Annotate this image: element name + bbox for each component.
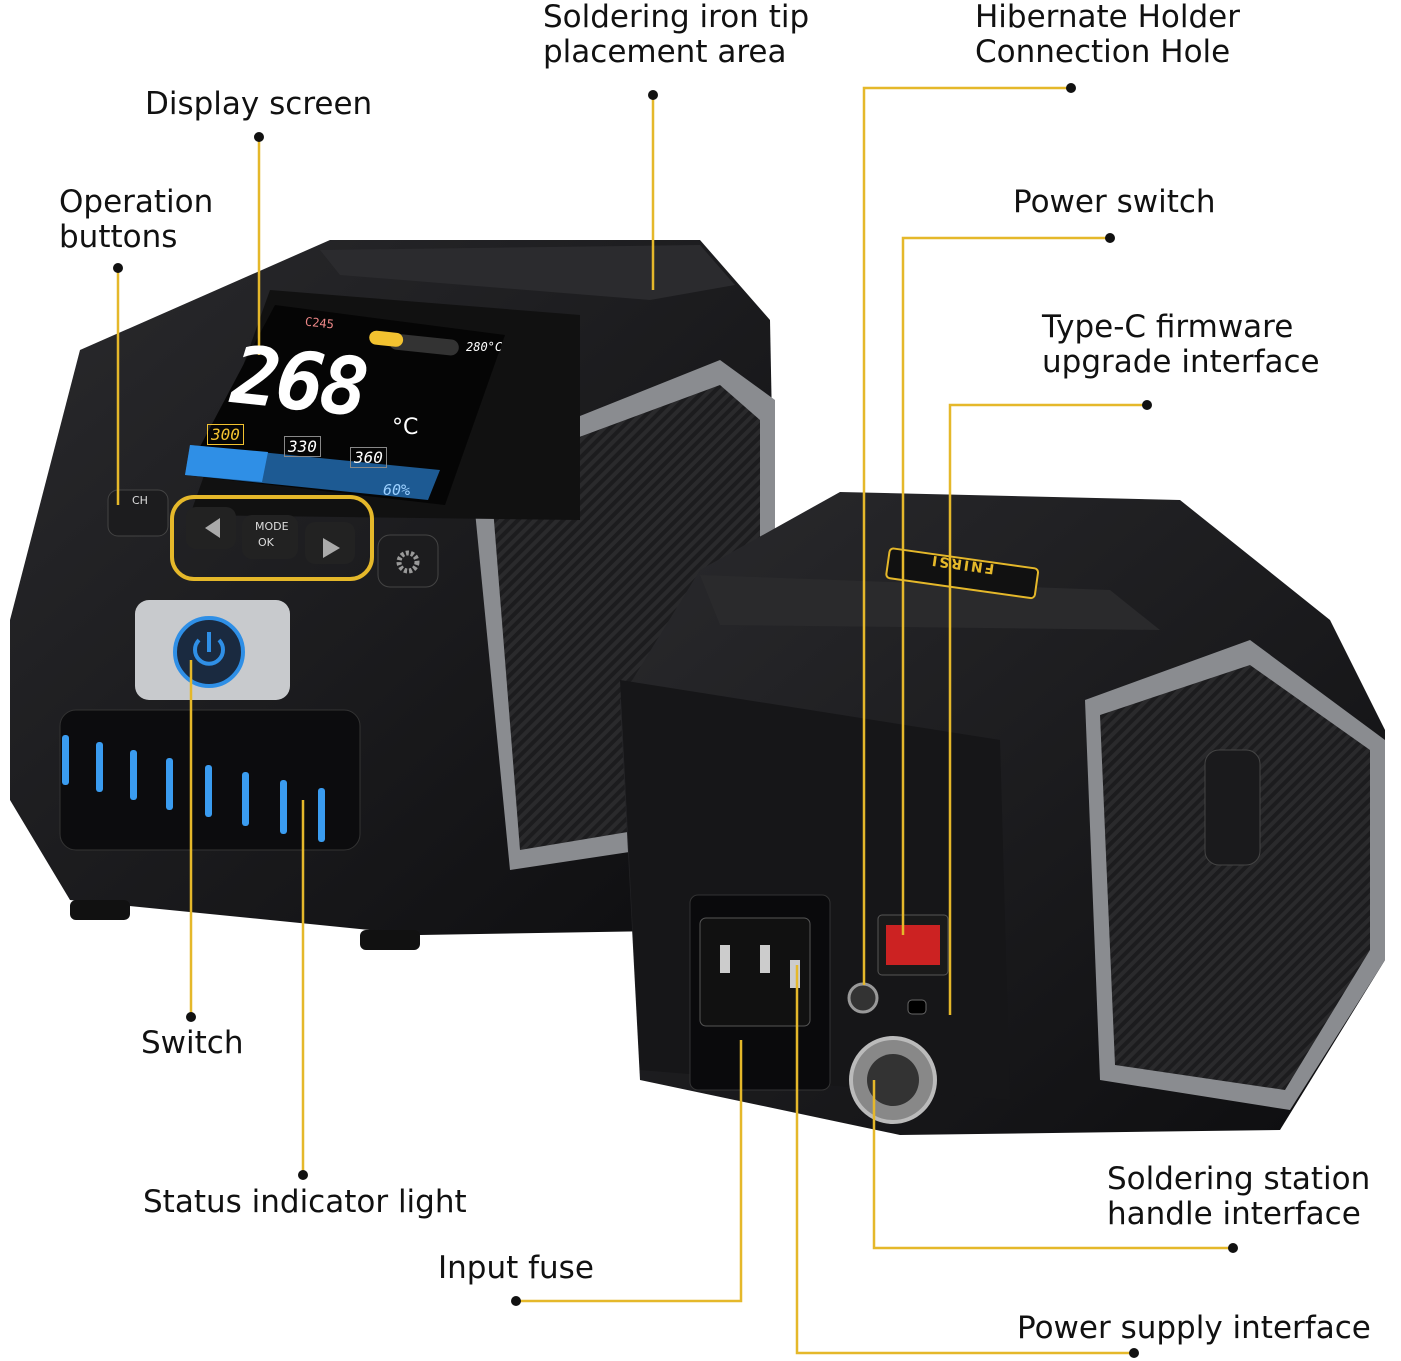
rear-station [620,492,1385,1135]
leader-dots [113,83,1238,1358]
label-display-screen: Display screen [145,86,373,122]
ch-label: CH [132,494,148,507]
type-c-port [907,999,927,1015]
brand-plate [885,547,1040,600]
target-temp: 280°C [466,340,503,354]
leader-lines [116,86,1233,1355]
ok-label: OK [258,536,274,549]
nav-button-group [170,495,374,581]
preset-2[interactable]: 330 [284,436,321,457]
ch-button [107,489,169,537]
label-switch: Switch [141,1025,244,1061]
tip-placement-area [320,245,735,300]
gear-icon [396,550,420,574]
label-input-fuse: Input fuse [438,1250,594,1286]
power-percent: 60% [383,481,411,499]
left-arrow-icon [205,518,220,538]
status-indicator-light [62,735,325,842]
tip-model: C245 [304,314,335,332]
current-temperature: 268 [227,328,369,435]
preset-3[interactable]: 360 [350,447,387,468]
mode-ok-button [242,515,298,559]
settings-button [377,534,439,588]
tip-placement-area-rear [700,575,1160,630]
mode-label: MODE [255,520,289,533]
right-arrow-icon [323,538,340,558]
temperature-unit: °C [392,415,419,440]
label-power-switch: Power switch [1013,184,1216,220]
label-power-supply: Power supply interface [1017,1310,1371,1346]
hibernate-holder-hole [847,982,879,1014]
label-status-indicator: Status indicator light [143,1184,467,1220]
preset-1[interactable]: 300 [207,424,244,445]
side-button [1204,749,1261,866]
